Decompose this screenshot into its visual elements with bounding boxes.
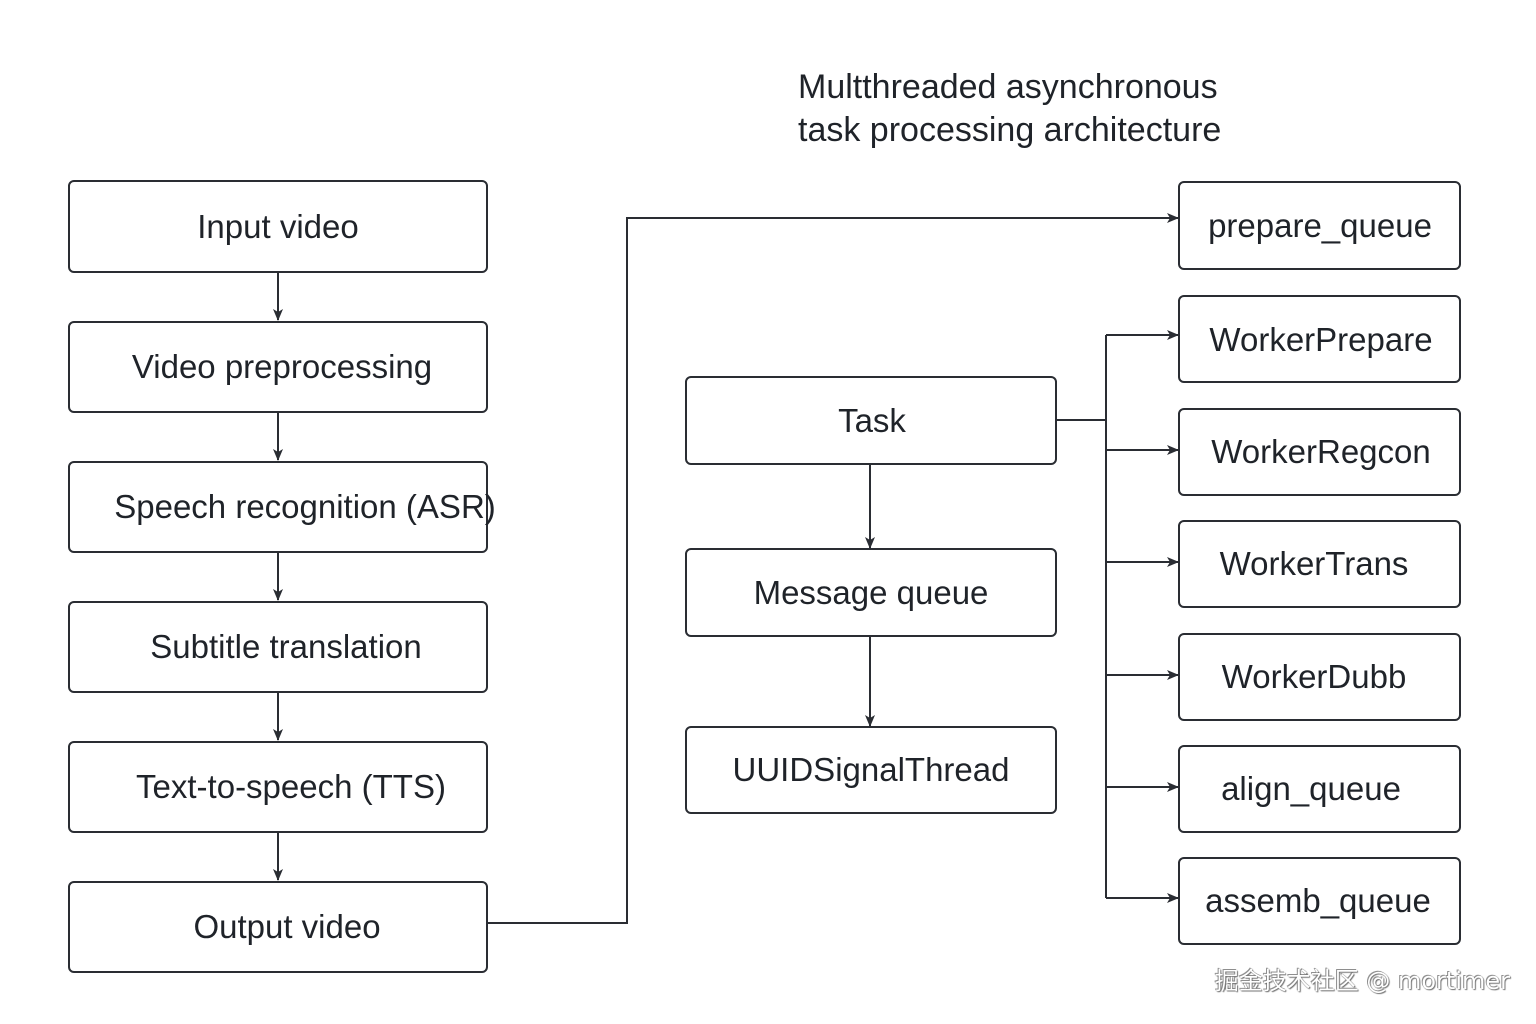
node-speech-recognition[interactable]: Speech recognition (ASR): [68, 461, 496, 553]
edge-output-to-prepare-queue: [487, 213, 1179, 924]
node-prepare-queue[interactable]: prepare_queue: [1178, 181, 1461, 270]
node-uuid-signal-thread[interactable]: UUIDSignalThread: [685, 726, 1057, 814]
node-task[interactable]: Task: [685, 376, 1057, 465]
node-label: Input video: [197, 208, 358, 245]
node-worker-regcon[interactable]: WorkerRegcon: [1178, 408, 1461, 496]
edges: [273, 213, 1179, 924]
node-text-to-speech[interactable]: Text-to-speech (TTS): [68, 741, 488, 833]
node-label: Video preprocessing: [132, 348, 432, 385]
node-label: align_queue: [1221, 770, 1401, 807]
node-worker-prepare[interactable]: WorkerPrepare: [1178, 295, 1461, 383]
node-worker-trans[interactable]: WorkerTrans: [1178, 520, 1461, 608]
node-label: WorkerRegcon: [1211, 433, 1430, 470]
node-label: Output video: [193, 908, 380, 945]
node-label: WorkerPrepare: [1209, 321, 1432, 358]
node-label: WorkerTrans: [1220, 545, 1409, 582]
node-label: Subtitle translation: [150, 628, 422, 665]
node-input-video[interactable]: Input video: [68, 180, 488, 273]
node-label: WorkerDubb: [1222, 658, 1407, 695]
node-label: Message queue: [754, 574, 989, 611]
diagram-title-line-1: Multthreaded asynchronous: [798, 68, 1218, 106]
node-align-queue[interactable]: align_queue: [1178, 745, 1461, 833]
node-label: prepare_queue: [1208, 207, 1432, 244]
node-message-queue[interactable]: Message queue: [685, 548, 1057, 637]
node-subtitle-translation[interactable]: Subtitle translation: [68, 601, 488, 693]
watermark: 掘金技术社区 @ mortimer: [1214, 967, 1510, 995]
node-label: assemb_queue: [1205, 882, 1431, 919]
node-label: Text-to-speech (TTS): [136, 768, 446, 805]
diagram-title-line-2: task processing architecture: [798, 111, 1221, 149]
node-video-preprocessing[interactable]: Video preprocessing: [68, 321, 488, 413]
node-worker-dubb[interactable]: WorkerDubb: [1178, 633, 1461, 721]
node-label: Task: [838, 402, 906, 439]
node-label: Speech recognition (ASR): [114, 488, 496, 525]
node-label: UUIDSignalThread: [733, 751, 1010, 788]
node-assemb-queue[interactable]: assemb_queue: [1178, 857, 1461, 945]
node-output-video[interactable]: Output video: [68, 881, 488, 973]
